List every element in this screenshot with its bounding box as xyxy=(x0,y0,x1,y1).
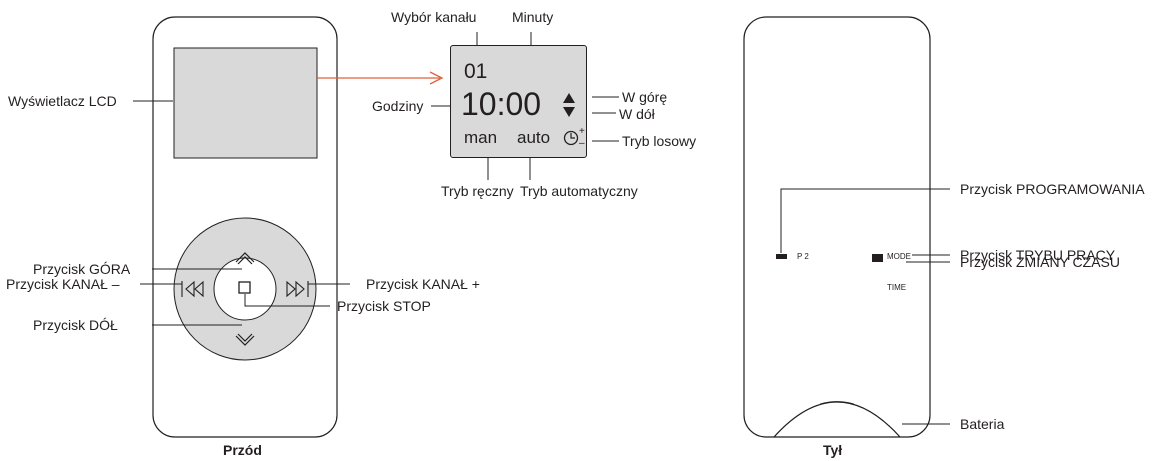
down-chevron-icon xyxy=(235,335,255,346)
lcd-icons xyxy=(563,93,579,146)
channel-value: 01 xyxy=(464,60,488,83)
p2-text: P 2 xyxy=(797,252,809,261)
down-button-label: Przycisk DÓŁ xyxy=(33,317,118,333)
battery-label: Bateria xyxy=(960,416,1005,432)
back-remote-body xyxy=(743,16,931,438)
channel-plus-label: Przycisk KANAŁ + xyxy=(366,276,480,292)
stop-icon xyxy=(238,281,251,294)
lcd-display-label: Wyświetlacz LCD xyxy=(8,93,117,109)
manual-mode-text: man xyxy=(464,128,498,147)
manual-mode-label: Tryb ręczny xyxy=(441,183,514,199)
time-change-button-label: Przycisk ZMIANY CZASU xyxy=(960,254,1120,270)
prog-button-label: Przycisk PROGRAMOWANIA xyxy=(960,181,1145,197)
hours-label: Godziny xyxy=(372,98,424,114)
up-button-label: Przycisk GÓRA xyxy=(33,261,131,277)
down-label: W dół xyxy=(619,106,655,122)
auto-mode-label: Tryb automatyczny xyxy=(520,183,638,199)
down-arrow-icon xyxy=(563,107,575,117)
front-lcd-screen xyxy=(173,47,318,159)
random-mode-label: Tryb losowy xyxy=(622,133,697,149)
lcd-enlarged-panel: 01 10:00 man auto + – xyxy=(450,45,587,158)
p2-button-mark xyxy=(776,254,787,259)
mode-button-label: Przycisk TRYBU PRACY xyxy=(960,247,1116,263)
up-arrow-icon xyxy=(563,93,575,103)
mode-button-mark xyxy=(872,254,883,259)
random-plus-sign: + xyxy=(579,126,585,137)
clock-icon xyxy=(563,130,579,146)
up-chevron-icon xyxy=(235,252,255,263)
back-caption: Tył xyxy=(823,442,843,458)
channel-minus-label: Przycisk KANAŁ – xyxy=(6,276,120,292)
up-label: W górę xyxy=(622,89,668,105)
stop-button-ring xyxy=(213,257,277,321)
random-minus-sign: – xyxy=(579,138,585,149)
lcd-zoom-arrowhead xyxy=(429,71,444,85)
channel-select-label: Wybór kanału xyxy=(391,9,477,25)
front-caption: Przód xyxy=(223,442,262,458)
time-text: TIME xyxy=(887,283,907,292)
mode-text: MODE xyxy=(887,252,911,261)
stop-button-label: Przycisk STOP xyxy=(337,298,431,314)
time-value: 10:00 xyxy=(461,86,542,122)
time-rect xyxy=(872,257,883,262)
auto-mode-text: auto xyxy=(517,128,551,147)
battery-cover xyxy=(773,401,901,438)
minutes-label: Minuty xyxy=(512,9,554,25)
